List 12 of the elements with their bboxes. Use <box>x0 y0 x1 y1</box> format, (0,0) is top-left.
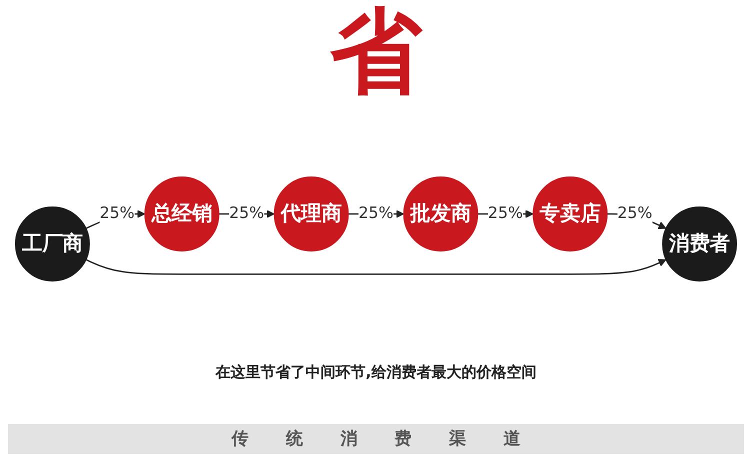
node-circle: 专卖店 <box>532 176 608 252</box>
edge-label: 25% <box>488 204 523 223</box>
caption-banner: 传统消费渠道 <box>8 424 744 454</box>
node-circle: 消费者 <box>662 206 738 282</box>
note-text: 在这里节省了中间环节,给消费者最大的价格空间 <box>216 362 536 382</box>
edge-label: 25% <box>358 204 394 223</box>
edge-label: 25% <box>100 204 135 223</box>
node-circle: 工厂商 <box>14 206 90 282</box>
edge-label: 25% <box>617 204 652 223</box>
arrow <box>86 259 666 275</box>
edge-label: 25% <box>229 204 264 223</box>
emphasis-character: 省 <box>330 2 422 102</box>
